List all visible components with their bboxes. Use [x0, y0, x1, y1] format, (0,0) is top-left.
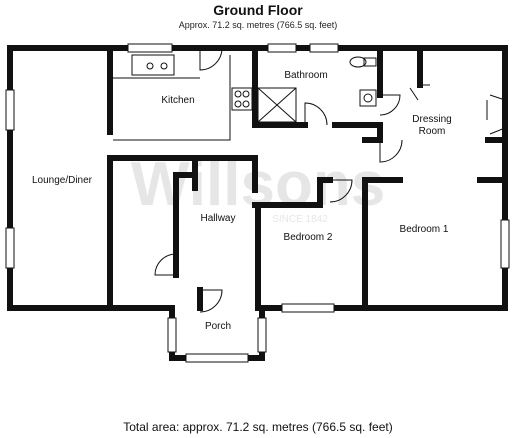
doors: [154, 47, 506, 313]
window-porch-right: [257, 317, 267, 353]
hob-icon: [231, 87, 253, 111]
window-lounge-upper: [5, 89, 15, 131]
window-bedroom2: [281, 303, 335, 313]
door-bedroom2: [329, 179, 353, 203]
room-label-hallway: Hallway: [200, 213, 235, 224]
kitchen-sink-icon: [131, 54, 175, 76]
door-porch: [199, 289, 223, 313]
door-lounge: [154, 253, 177, 276]
window-bathroom-left: [267, 43, 297, 53]
window-porch-left: [167, 317, 177, 353]
total-area: Total area: approx. 71.2 sq. metres (766…: [123, 420, 393, 434]
door-bathroom: [304, 102, 328, 126]
door-kitchen-back: [199, 47, 223, 71]
window-bathroom-right: [309, 43, 339, 53]
watermark-since: SINCE 1842: [272, 214, 328, 225]
room-label-dressing-line2: Room: [419, 126, 446, 137]
toilet-icon: [349, 56, 377, 68]
kitchen-counter-right-edge: [113, 55, 231, 141]
room-label-bedroom1: Bedroom 1: [400, 224, 449, 235]
window-bedroom1: [500, 219, 510, 269]
shower-icon: [257, 87, 297, 123]
room-label-bathroom: Bathroom: [284, 70, 327, 81]
room-label-lounge: Lounge/Diner: [32, 175, 93, 186]
door-dressing-room: [379, 139, 403, 163]
door-dressing-french: [486, 94, 506, 135]
window-lounge-lower: [5, 227, 15, 269]
floor-title: Ground Floor: [213, 2, 303, 18]
window-porch-front: [185, 353, 249, 363]
floor-area-subtitle: Approx. 71.2 sq. metres (766.5 sq. feet): [178, 20, 338, 30]
kitchen-counters: [113, 55, 231, 141]
basin-icon: [359, 89, 377, 107]
room-label-porch: Porch: [205, 321, 231, 332]
door-dressing: [379, 94, 401, 116]
room-label-dressing-line1: Dressing: [412, 114, 451, 125]
windows: [5, 43, 510, 363]
window-kitchen: [127, 43, 173, 53]
door-dressing-cupboard: [409, 84, 430, 101]
room-label-bedroom2: Bedroom 2: [284, 232, 333, 243]
walls: [7, 45, 508, 361]
room-label-kitchen: Kitchen: [161, 95, 194, 106]
